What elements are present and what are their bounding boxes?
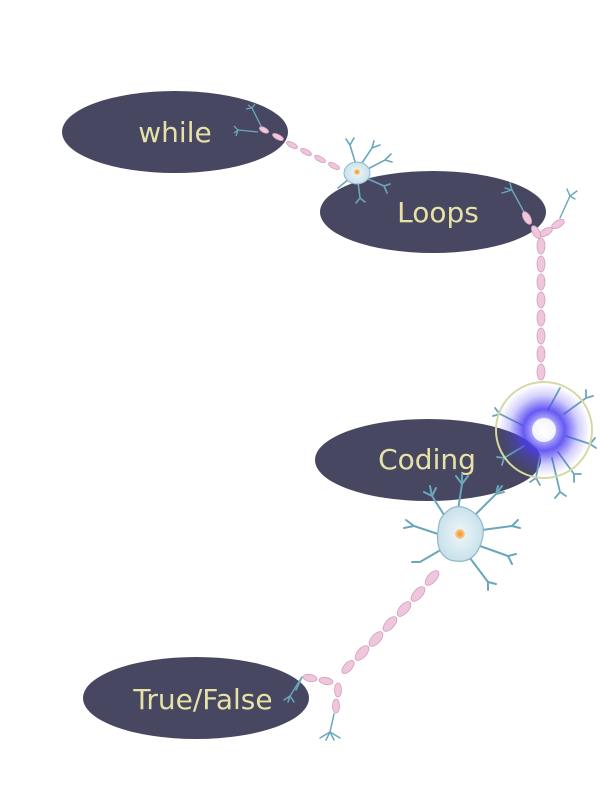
- node-while[interactable]: while: [62, 91, 288, 173]
- axon-terminal-icon: [501, 182, 578, 219]
- node-while-label: while: [138, 116, 211, 149]
- node-loops[interactable]: Loops: [320, 171, 546, 253]
- node-true-false[interactable]: True/False: [83, 657, 309, 739]
- axon-segments: [259, 126, 340, 170]
- neuron-soma-icon: [403, 473, 521, 591]
- axon-segments: [536, 237, 546, 381]
- glowing-neuron-icon: [492, 381, 597, 499]
- neuron-connector-loops-coding: [492, 182, 597, 499]
- highlight-ring: [495, 381, 593, 479]
- neuron-soma-icon: [337, 137, 393, 204]
- node-loops-shape: [320, 171, 546, 253]
- node-loops-label: Loops: [397, 196, 479, 229]
- node-coding-label: Coding: [378, 443, 476, 476]
- axon-terminal-icon: [283, 676, 341, 741]
- axon-terminal-icon: [233, 103, 263, 137]
- node-coding-shape: [315, 419, 541, 501]
- node-coding[interactable]: Coding: [315, 419, 541, 501]
- node-true-false-label: True/False: [132, 683, 272, 716]
- neuron-connector-while-loops: [233, 103, 393, 204]
- axon-segments: [341, 570, 440, 674]
- node-while-shape: [62, 91, 288, 173]
- neuron-connector-coding-true-false: [283, 473, 521, 741]
- node-true-false-shape: [83, 657, 309, 739]
